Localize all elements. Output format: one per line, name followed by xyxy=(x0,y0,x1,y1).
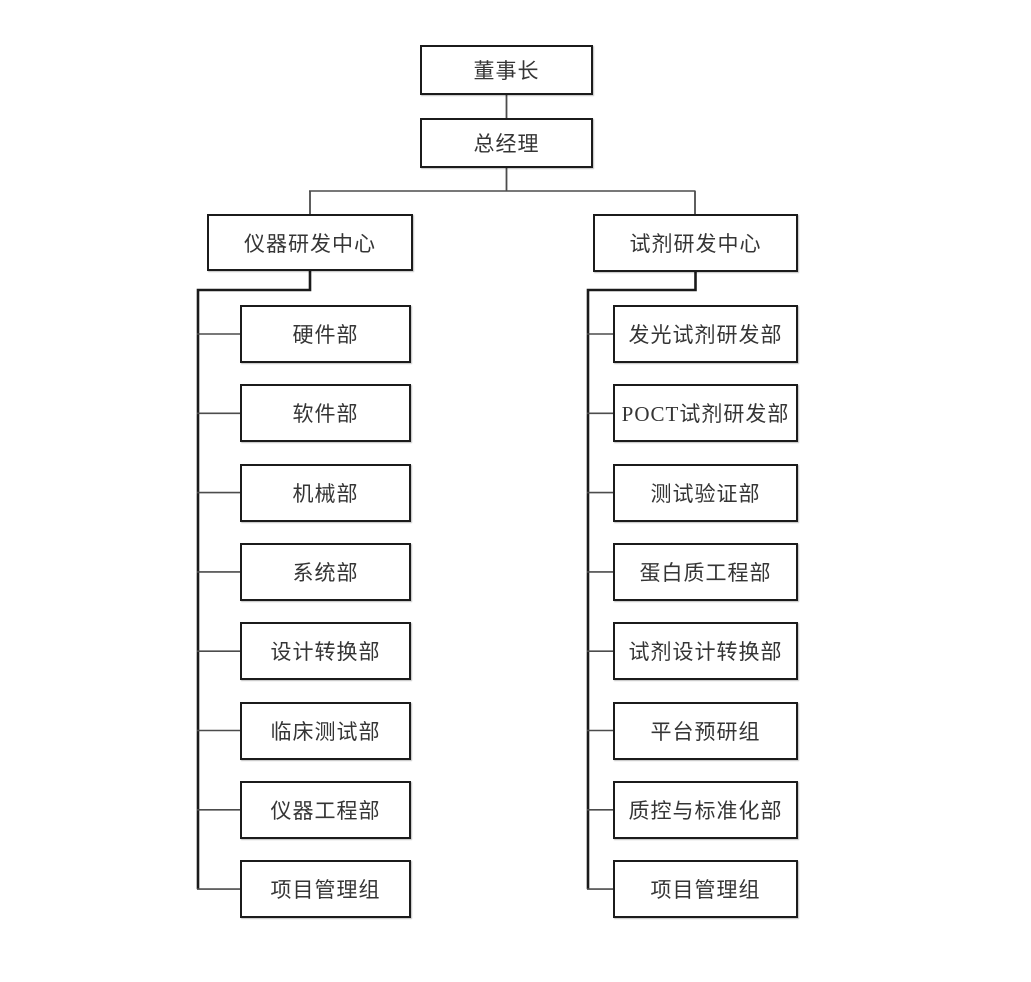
connector-spine xyxy=(196,271,312,890)
org-node-department: 试剂设计转换部 xyxy=(613,622,798,681)
org-node-general-manager: 总经理 xyxy=(420,118,593,168)
org-node-department: 机械部 xyxy=(240,463,411,522)
org-node-reagent-center: 试剂研发中心 xyxy=(593,214,798,272)
org-node-department: 软件部 xyxy=(240,384,411,443)
org-node-department: 硬件部 xyxy=(240,305,411,363)
org-node-department: 平台预研组 xyxy=(613,701,798,760)
org-node-department: 蛋白质工程部 xyxy=(613,542,798,601)
org-node-instrument-center: 仪器研发中心 xyxy=(207,214,413,271)
org-node-department: 临床测试部 xyxy=(240,701,411,760)
org-node-department: 发光试剂研发部 xyxy=(613,305,798,363)
org-node-department: POCT试剂研发部 xyxy=(613,384,798,443)
org-node-department: 系统部 xyxy=(240,542,411,601)
org-node-department: 项目管理组 xyxy=(240,860,411,919)
org-node-chairman: 董事长 xyxy=(420,45,593,95)
org-node-department: 质控与标准化部 xyxy=(613,780,798,839)
org-node-department: 设计转换部 xyxy=(240,622,411,681)
org-node-department: 测试验证部 xyxy=(613,463,798,522)
org-node-department: 仪器工程部 xyxy=(240,780,411,839)
org-node-department: 项目管理组 xyxy=(613,860,798,919)
connector-spine xyxy=(586,272,697,890)
